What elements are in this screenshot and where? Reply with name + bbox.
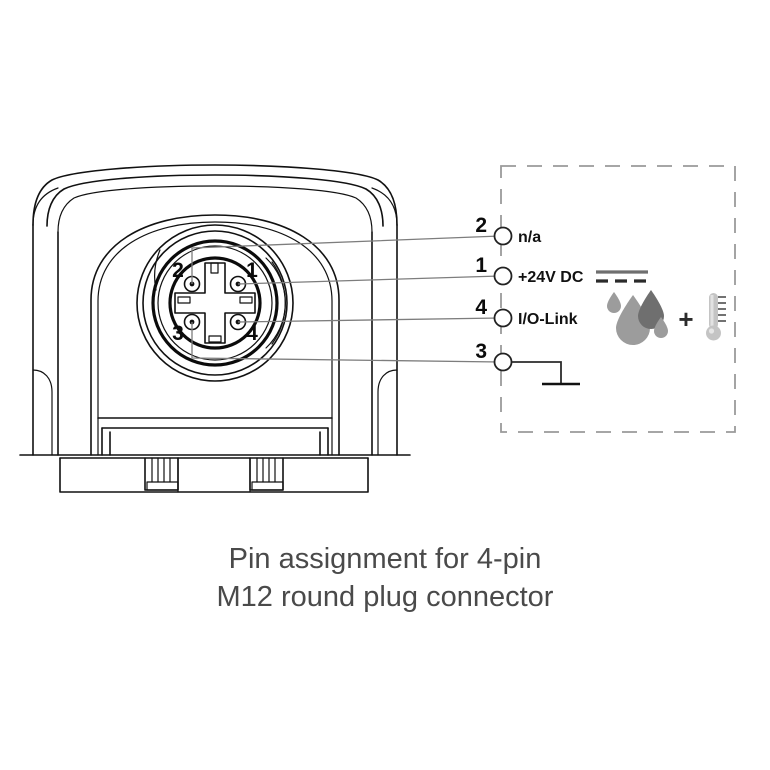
water-droplets-icon bbox=[607, 290, 668, 345]
leader-line-pin-2 bbox=[191, 235, 501, 284]
ground-wire bbox=[512, 361, 562, 384]
connector-knurl-arc-3 bbox=[154, 249, 161, 291]
housing-corner-left bbox=[32, 187, 59, 226]
leader-lines bbox=[191, 235, 501, 363]
terminal-row-2: 2 n/a bbox=[475, 214, 541, 246]
sensor-boundary-dashed-box bbox=[500, 165, 736, 433]
terminal-node-3 bbox=[493, 352, 513, 372]
keyway-notch-bottom bbox=[208, 335, 222, 343]
housing-foot-left bbox=[144, 457, 179, 491]
leader-line-pin-4 bbox=[237, 317, 501, 323]
housing-shoulder-right bbox=[377, 369, 398, 456]
droplet-large-main bbox=[616, 295, 650, 345]
connector-knurl-arc-2 bbox=[271, 261, 286, 345]
connector-pin-label-4: 4 bbox=[246, 322, 258, 345]
device-housing bbox=[19, 164, 411, 493]
thermometer-bulb bbox=[706, 325, 721, 341]
terminal-label-4: I/O-Link bbox=[518, 311, 578, 328]
droplet-dark-upper-right bbox=[638, 290, 664, 329]
housing-foot-left-pad bbox=[146, 481, 179, 491]
droplet-small-lower-right bbox=[654, 317, 668, 338]
connector-insert bbox=[168, 256, 262, 350]
leader-line-pin-3 bbox=[191, 322, 501, 363]
connector-collar-outer2 bbox=[142, 230, 288, 376]
thermometer-bulb-highlight bbox=[708, 328, 715, 334]
dc-icon bbox=[596, 270, 648, 283]
caption-line-2: M12 round plug connector bbox=[217, 581, 554, 613]
terminal-number-2: 2 bbox=[475, 214, 487, 237]
plus-operator: + bbox=[678, 304, 693, 334]
thermometer-icon bbox=[706, 293, 726, 341]
terminal-label-2: n/a bbox=[518, 229, 541, 246]
keyway-notch-left bbox=[177, 296, 191, 304]
connector-sockets bbox=[183, 275, 247, 331]
connector-collar-mid-inner bbox=[157, 245, 273, 361]
m12-connector: 2 1 3 4 bbox=[136, 224, 294, 382]
housing-top-cap bbox=[32, 164, 398, 226]
terminal-row-1: 1 +24V DC bbox=[475, 254, 648, 286]
housing-foot-right-pad bbox=[251, 481, 284, 491]
keyway-notch-top bbox=[210, 262, 219, 274]
terminal-node-1 bbox=[493, 266, 513, 286]
connector-pin-label-2: 2 bbox=[172, 259, 184, 282]
housing-top-cap-inner2 bbox=[57, 185, 373, 233]
housing-corner-right bbox=[371, 187, 398, 226]
thermometer-stem-highlight bbox=[710, 295, 714, 327]
housing-foot-right bbox=[249, 457, 284, 491]
terminal-row-4: 4 I/O-Link bbox=[475, 296, 577, 328]
housing-top-cap-inner bbox=[46, 174, 384, 227]
leader-line-pin-1 bbox=[237, 275, 501, 285]
terminal-number-3: 3 bbox=[475, 340, 487, 363]
terminal-node-4 bbox=[493, 308, 513, 328]
droplet-small-upper-left bbox=[607, 292, 621, 313]
terminal-number-1: 1 bbox=[475, 254, 487, 277]
thermometer-scale-ticks bbox=[718, 296, 726, 322]
terminal-row-3: 3 bbox=[475, 340, 580, 386]
connector-collar-outer bbox=[136, 224, 294, 382]
housing-front-dome bbox=[90, 214, 340, 456]
housing-front-dome-inner bbox=[97, 221, 333, 456]
housing-base-dividers bbox=[177, 457, 251, 493]
caption-line-1: Pin assignment for 4-pin bbox=[229, 543, 542, 575]
housing-base-outline bbox=[59, 457, 369, 493]
housing-shoulder-left bbox=[32, 369, 53, 456]
keyway-notch-right bbox=[239, 296, 253, 304]
connector-keyway-cross bbox=[174, 262, 256, 344]
terminal-node-2 bbox=[493, 226, 513, 246]
housing-foot-left-ribs bbox=[151, 457, 171, 483]
terminal-label-1: +24V DC bbox=[518, 269, 584, 286]
housing-foot-right-ribs bbox=[256, 457, 276, 483]
terminal-block: 2 n/a 1 +24V DC 4 I/O-Link bbox=[475, 214, 648, 386]
connector-pin-label-1: 1 bbox=[246, 259, 258, 282]
connector-pin-label-3: 3 bbox=[172, 322, 184, 345]
terminal-number-4: 4 bbox=[475, 296, 487, 319]
caption: Pin assignment for 4-pin M12 round plug … bbox=[217, 543, 554, 613]
measurand-icons: + bbox=[607, 290, 726, 345]
connector-collar-mid bbox=[151, 239, 279, 367]
